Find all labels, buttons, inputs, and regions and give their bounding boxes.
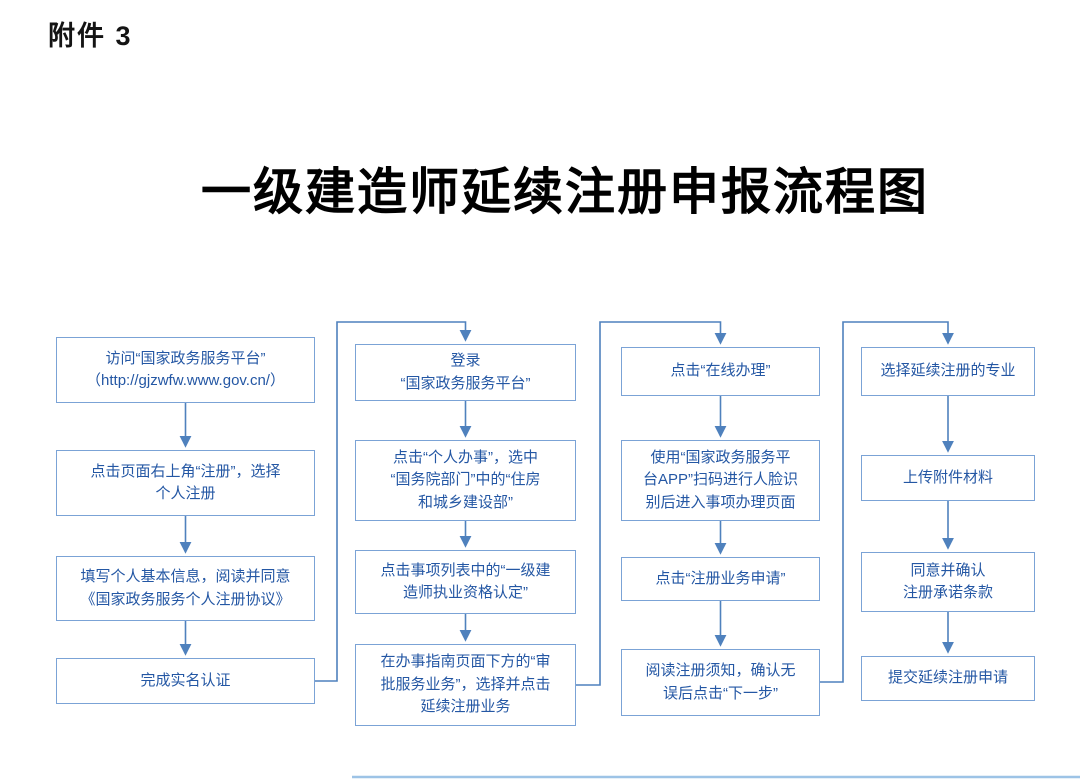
flow-step-col2-3: 点击事项列表中的“一级建 造师执业资格认定”: [355, 550, 576, 614]
connector-arrow: [576, 321, 727, 686]
flow-step-col3-2: 使用“国家政务服务平 台APP”扫码进行人脸识 别后进入事项办理页面: [621, 440, 820, 521]
page-title: 一级建造师延续注册申报流程图: [201, 164, 929, 220]
flow-step-col4-3: 同意并确认 注册承诺条款: [861, 552, 1035, 612]
attachment-label: 附件 3: [48, 21, 133, 51]
flow-step-col4-2: 上传附件材料: [861, 455, 1035, 501]
flow-step-col1-3: 填写个人基本信息，阅读并同意 《国家政务服务个人注册协议》: [56, 556, 315, 621]
flow-step-col3-1: 点击“在线办理”: [621, 347, 820, 396]
flow-step-col1-1: 访问“国家政务服务平台” （http://gjzwfw.www.gov.cn/）: [56, 337, 315, 403]
connector-arrow: [315, 321, 472, 682]
flow-step-col1-4: 完成实名认证: [56, 658, 315, 704]
flow-step-col4-1: 选择延续注册的专业: [861, 347, 1035, 396]
flow-step-col2-2: 点击“个人办事”，选中 “国务院部门”中的“住房 和城乡建设部”: [355, 440, 576, 521]
flow-step-col1-2: 点击页面右上角“注册”，选择 个人注册: [56, 450, 315, 516]
flow-step-col3-3: 点击“注册业务申请”: [621, 557, 820, 601]
flow-step-col3-4: 阅读注册须知，确认无 误后点击“下一步”: [621, 649, 820, 716]
flow-step-col2-1: 登录 “国家政务服务平台”: [355, 344, 576, 401]
flow-step-col2-4: 在办事指南页面下方的“审 批服务业务”，选择并点击 延续注册业务: [355, 644, 576, 726]
connector-arrow: [820, 321, 954, 683]
flow-step-col4-4: 提交延续注册申请: [861, 656, 1035, 701]
